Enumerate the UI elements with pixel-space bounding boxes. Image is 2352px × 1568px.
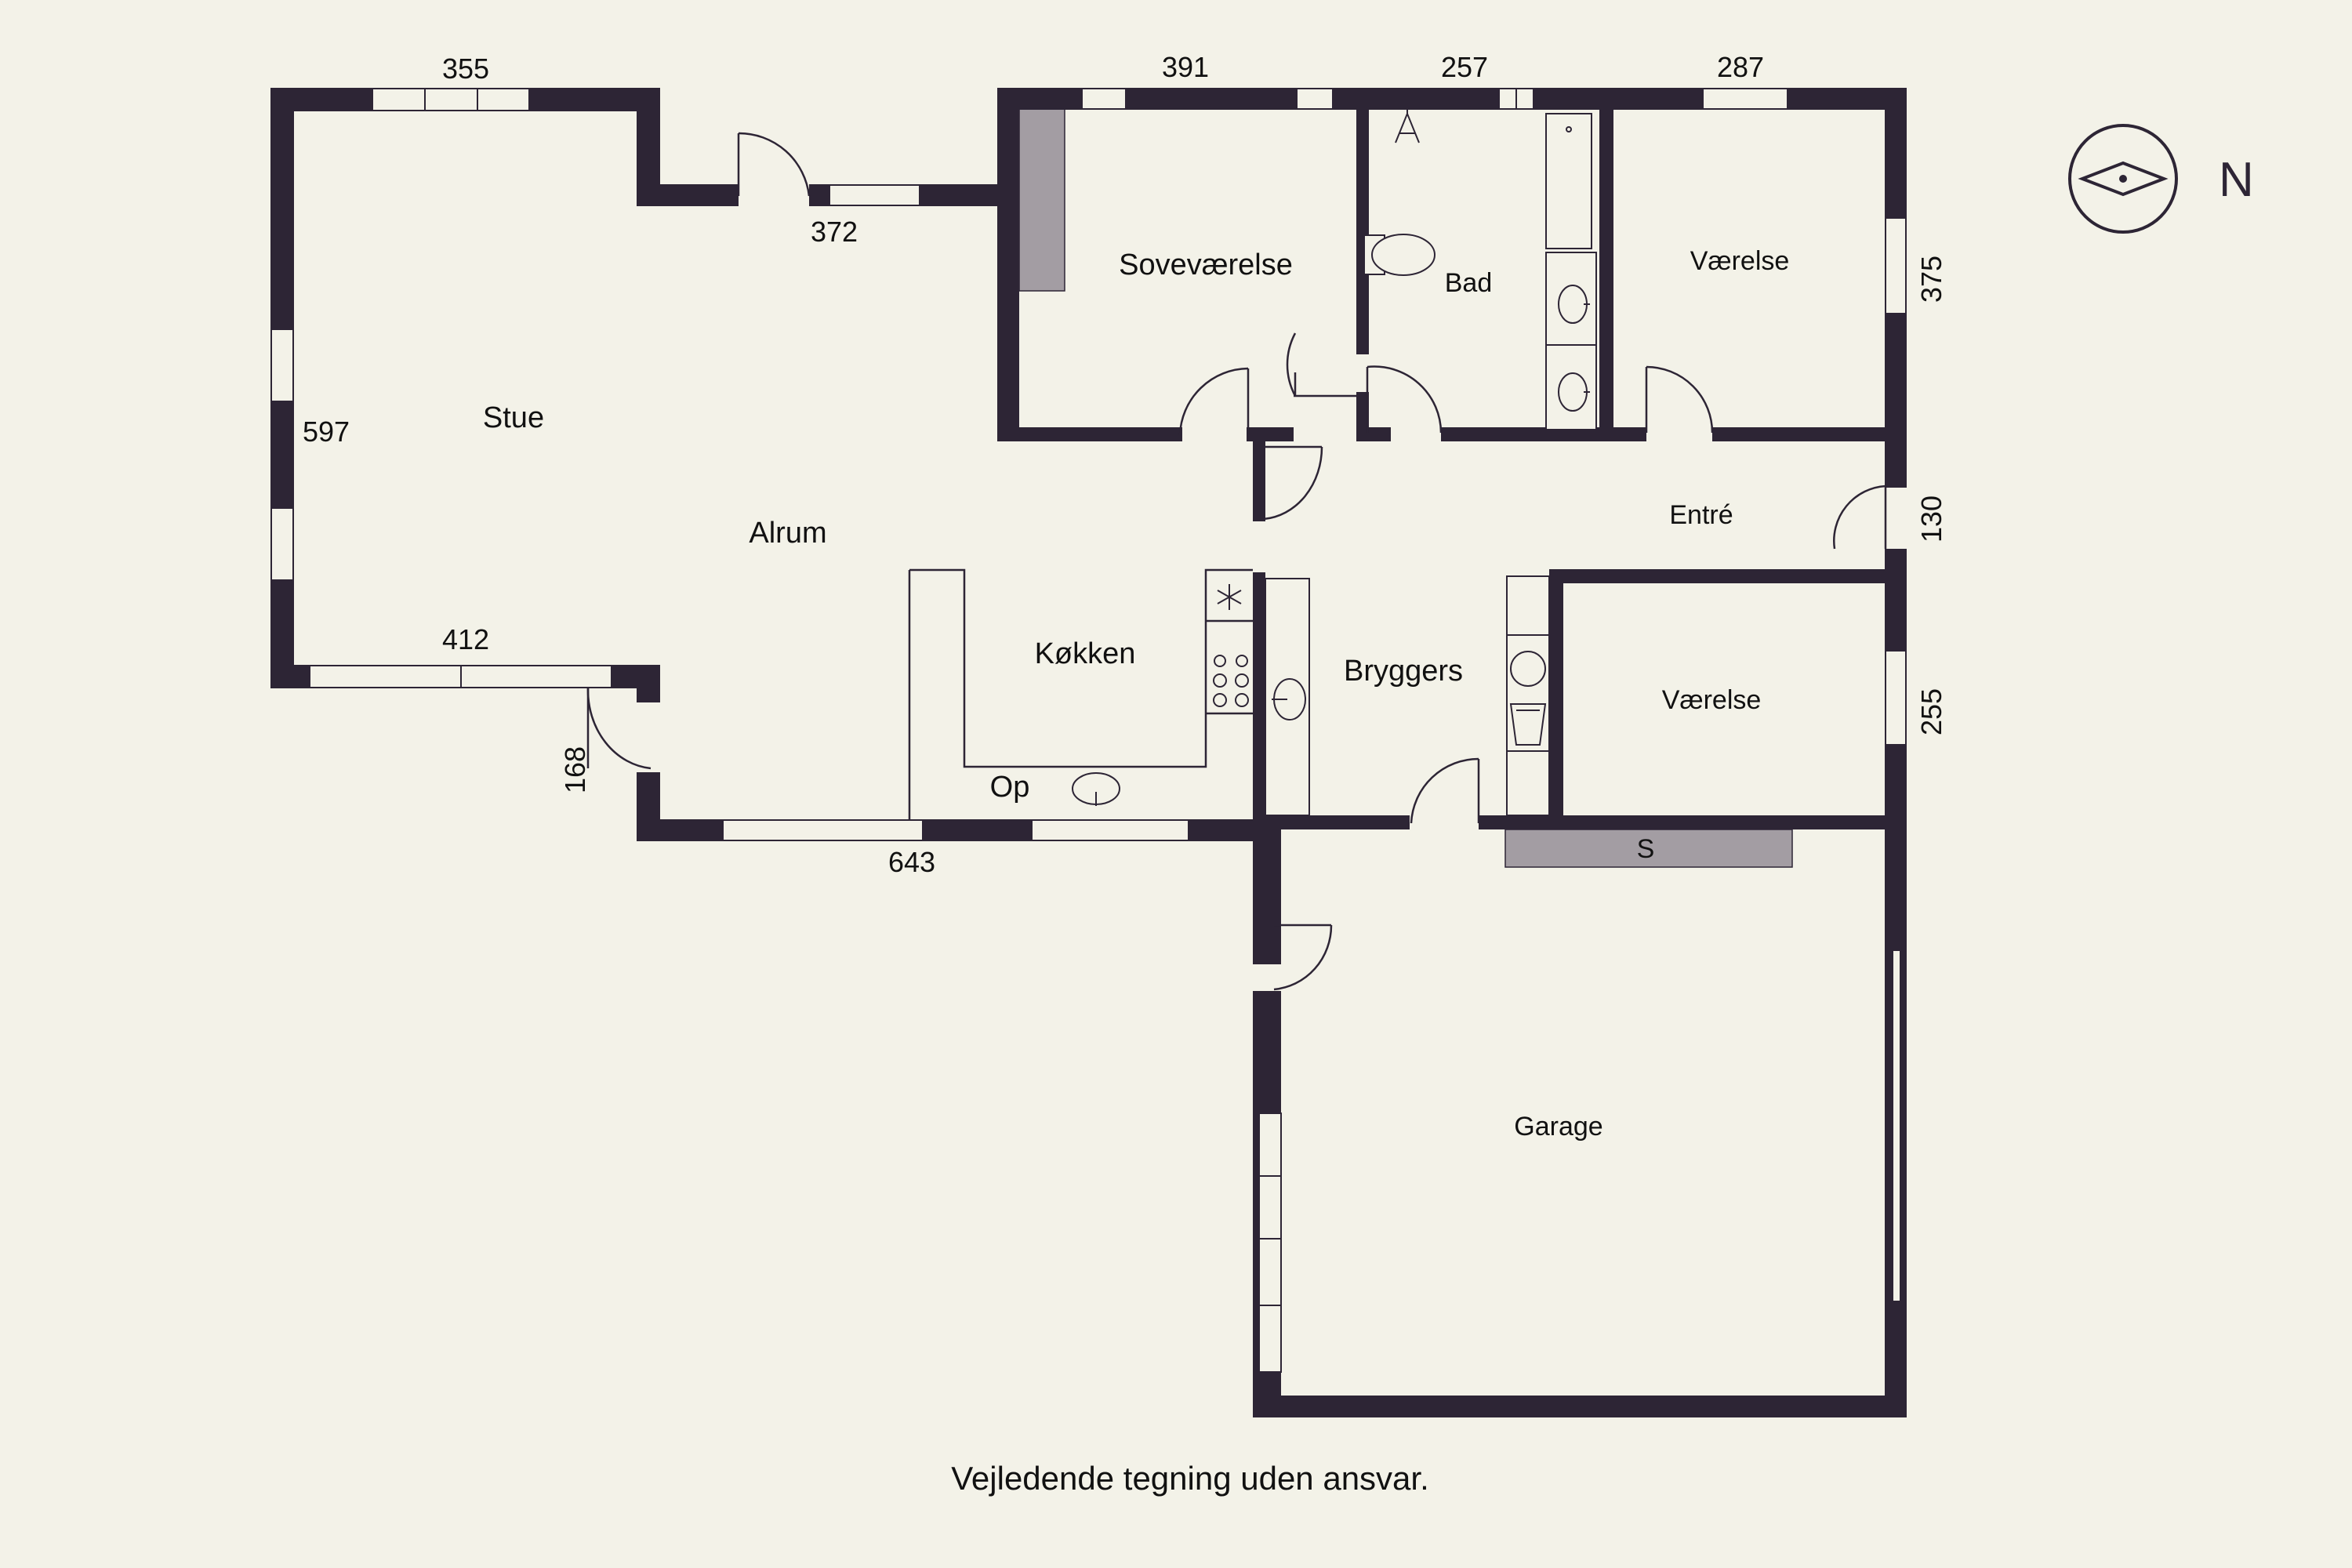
walls (270, 88, 1907, 1417)
doors (586, 132, 1887, 991)
room-label-op: Op (990, 771, 1030, 804)
room-label-vaerelse-north: Værelse (1690, 246, 1790, 276)
room-label-entre: Entré (1669, 500, 1733, 530)
disclaimer-caption: Vejledende tegning uden ansvar. (951, 1460, 1429, 1497)
room-label-alrum: Alrum (749, 517, 826, 550)
room-label-stue: Stue (483, 401, 544, 434)
dim-stue-top: 355 (442, 53, 489, 85)
room-label-bad: Bad (1445, 268, 1493, 298)
dim-vaer-top: 287 (1717, 51, 1764, 83)
dim-step-side: 168 (559, 746, 591, 793)
wardrobe (1018, 107, 1065, 292)
dim-entry-step: 372 (811, 216, 858, 248)
dim-sov-top: 391 (1162, 51, 1209, 83)
room-label-bryggers: Bryggers (1344, 655, 1463, 688)
dim-south-wall: 643 (888, 846, 935, 878)
room-label-garage: Garage (1514, 1112, 1602, 1142)
dim-entre-east: 130 (1915, 495, 1947, 543)
compass-north-label: N (2219, 153, 2254, 207)
storage-cabinet (1504, 829, 1793, 868)
room-label-kokken: Køkken (1035, 637, 1136, 670)
windows (270, 88, 1907, 1373)
compass-icon (2068, 124, 2178, 234)
dim-vaer2-east: 255 (1915, 688, 1947, 735)
dim-vaer-east: 375 (1915, 256, 1947, 303)
room-label-storage: S (1637, 834, 1655, 864)
dim-stue-bottom: 412 (442, 623, 489, 655)
room-label-sovevaerelse: Soveværelse (1119, 249, 1293, 281)
fixtures (908, 108, 1597, 819)
room-label-vaerelse-south: Værelse (1662, 685, 1762, 715)
dim-bad-top: 257 (1441, 51, 1488, 83)
dim-stue-left: 597 (303, 416, 350, 448)
